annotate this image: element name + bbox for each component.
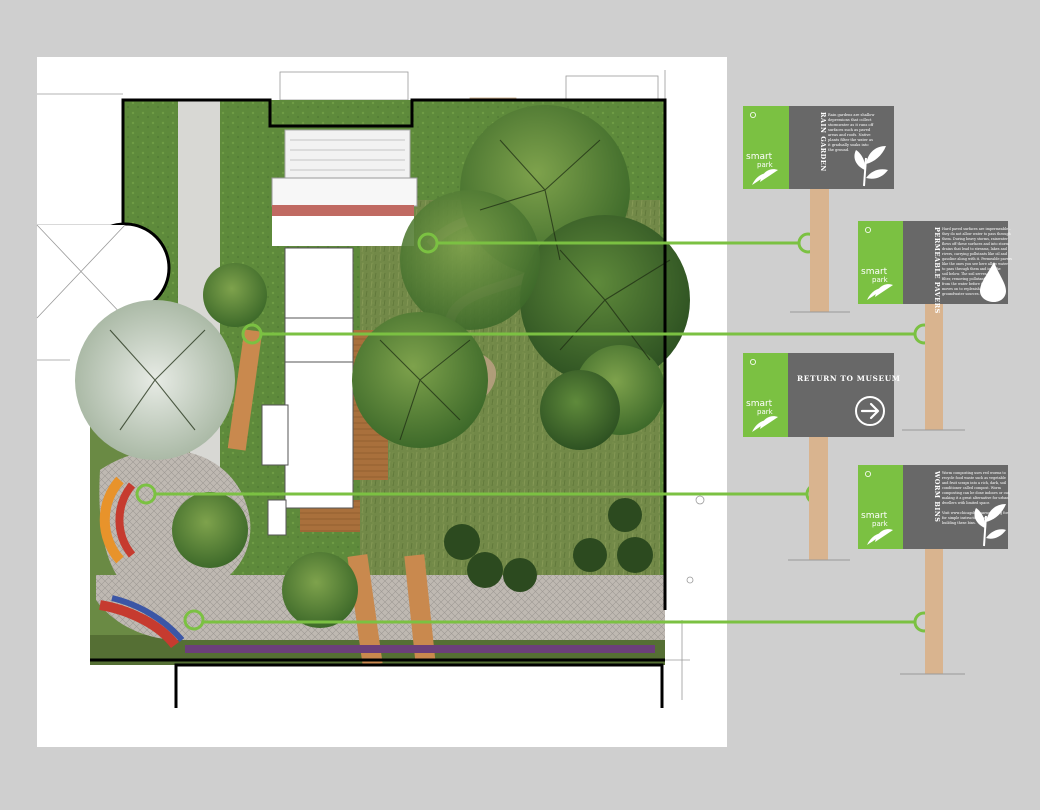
sign-title: WORM BINS [933, 470, 941, 523]
property-line [90, 98, 667, 662]
brand-word-smart: smart [746, 399, 773, 409]
svg-text:building these bins.: building these bins. [942, 521, 976, 525]
svg-text:Hard paved surfaces are imperm: Hard paved surfaces are impermeable – [942, 227, 1011, 231]
brand-word-smart: smart [861, 511, 888, 521]
flower-border [272, 205, 414, 217]
svg-text:depressions that collect: depressions that collect [828, 118, 872, 122]
plan-marker-permeable-pavers[interactable] [241, 323, 263, 345]
tree [540, 370, 620, 450]
svg-text:recycle food waste such as veg: recycle food waste such as vegetable [942, 476, 1006, 480]
flower-beds [99, 476, 655, 653]
svg-text:areas and roofs. Native: areas and roofs. Native [828, 133, 871, 137]
leaf-icon [974, 504, 1006, 547]
sign-body: Hard paved surfaces are impermeable – th… [942, 227, 1012, 296]
leaf-icon [867, 529, 893, 545]
svg-text:like the ones you see here all: like the ones you see here allow water [942, 262, 1008, 266]
sign-return-to-museum: smart park RETURN TO MUSEUM [743, 353, 901, 561]
tree [203, 263, 267, 327]
bay-structure [36, 222, 171, 355]
sign-body: Rain gardens are shallow depressions tha… [828, 113, 875, 152]
brand-word-smart: smart [861, 267, 888, 277]
svg-text:Worm composting uses red worms: Worm composting uses red worms to [942, 471, 1006, 475]
svg-text:soil below. The soil serves as: soil below. The soil serves as a [942, 272, 995, 276]
tree [282, 552, 358, 628]
sign-post [810, 188, 829, 312]
brand-word-park: park [757, 161, 774, 169]
leaf-icon [854, 146, 888, 187]
sign-title: RETURN TO MUSEUM [797, 374, 901, 383]
arrow-right-icon[interactable] [855, 396, 885, 426]
sign-rain-garden: smart park RAIN GARDEN Rain gardens are … [743, 106, 894, 313]
svg-text:the ground.: the ground. [828, 148, 849, 152]
svg-text:plants filter the water as: plants filter the water as [828, 138, 873, 142]
sign-post [925, 304, 943, 430]
svg-text:from the water before it: from the water before it [942, 282, 984, 286]
svg-text:and fruit scraps into a rich,: and fruit scraps into a rich, dark, soil [942, 481, 1006, 485]
street-frontage [174, 663, 664, 708]
tree [172, 492, 248, 568]
leaf-icon [752, 416, 778, 432]
sign-info-panel [788, 353, 894, 437]
brand-word-smart: smart [746, 152, 773, 162]
svg-text:stormwater as it runs off: stormwater as it runs off [828, 123, 874, 127]
house [261, 129, 418, 536]
svg-text:Rain gardens are shallow: Rain gardens are shallow [828, 113, 875, 117]
water-drop-icon [980, 262, 1006, 302]
svg-text:surfaces such as paved: surfaces such as paved [828, 128, 871, 132]
sign-permeable-pavers: smart park PERMEABLE PAVERS Hard paved s… [858, 221, 1012, 431]
svg-text:it gradually soaks into: it gradually soaks into [828, 143, 869, 147]
sign-worm-bins: smart park WORM BINS Worm composting use… [858, 465, 1010, 675]
svg-text:drains that lead to streams, l: drains that lead to streams, lakes and [942, 247, 1008, 251]
svg-text:composting can be done indoors: composting can be done indoors or out, [942, 491, 1010, 495]
plan-marker-worm-bins[interactable] [183, 609, 205, 631]
house-body [284, 247, 354, 509]
callout-leaders [135, 232, 935, 633]
svg-text:filter, removing pollutants: filter, removing pollutants [942, 277, 987, 281]
leaf-icon [867, 284, 893, 300]
site-plan [36, 57, 727, 747]
svg-text:conditioner called compost. Wo: conditioner called compost. Worm [942, 486, 1002, 490]
tree [400, 190, 540, 330]
plan-marker-rain-garden[interactable] [417, 232, 439, 254]
svg-text:making it a great alternative: making it a great alternative for urban [942, 496, 1009, 500]
svg-text:moves on to replenish: moves on to replenish [942, 287, 981, 291]
leaf-icon [752, 169, 778, 185]
boardwalk-south-b [404, 554, 436, 661]
svg-text:them. During heavy storms, rai: them. During heavy storms, rainwater [942, 237, 1008, 241]
sign-post [925, 548, 943, 674]
brand-word-park: park [872, 276, 889, 284]
svg-text:for simple instructions on: for simple instructions on [942, 516, 987, 520]
trees [75, 105, 690, 628]
svg-text:to pass through them and into: to pass through them and into the [942, 267, 1001, 271]
sign-title: PERMEABLE PAVERS [933, 227, 941, 314]
svg-text:rivers, carrying pollutants li: rivers, carrying pollutants like oil and [942, 252, 1008, 256]
svg-text:gasoline along with it. Permea: gasoline along with it. Permeable pavers [942, 257, 1012, 261]
svg-text:dwellers with limited space.: dwellers with limited space. [942, 501, 990, 505]
svg-text:they do not allow water to pas: they do not allow water to pass through [942, 232, 1011, 236]
svg-text:flows off these surfaces and i: flows off these surfaces and into storm [942, 242, 1009, 246]
boardwalk-west [227, 329, 263, 451]
brand-word-park: park [872, 520, 889, 528]
sign-post [809, 436, 828, 560]
shrub-group [444, 498, 653, 592]
sign-title: RAIN GARDEN [819, 112, 827, 172]
plan-marker-return-to-museum[interactable] [135, 483, 157, 505]
brand-word-park: park [757, 408, 774, 416]
svg-text:groundwater sources.: groundwater sources. [942, 292, 980, 296]
